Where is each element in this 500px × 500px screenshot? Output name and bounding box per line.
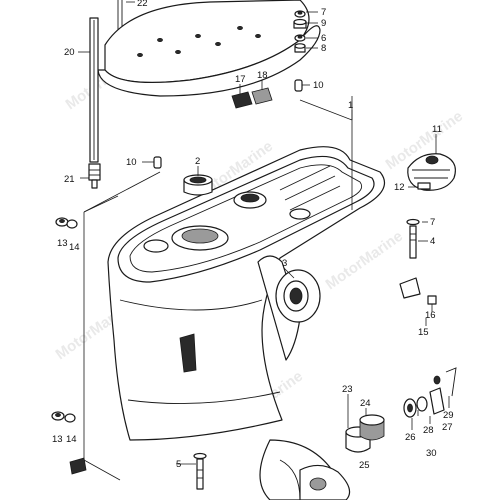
callout-14: 14 bbox=[69, 242, 80, 253]
prop-hardware bbox=[345, 367, 457, 453]
callout-1: 1 bbox=[348, 100, 353, 111]
callout-7: 7 bbox=[430, 217, 435, 228]
callout-12: 12 bbox=[394, 182, 405, 193]
part-10-dowels bbox=[153, 79, 303, 169]
part-3-seal bbox=[275, 269, 321, 323]
callout-13: 13 bbox=[57, 238, 68, 249]
part-11-cover bbox=[407, 153, 456, 191]
callout-11: 11 bbox=[432, 124, 442, 135]
callout-7: 7 bbox=[321, 7, 326, 18]
part-12-screw bbox=[417, 182, 431, 190]
callout-2: 2 bbox=[195, 156, 200, 167]
callout-29: 29 bbox=[443, 410, 454, 421]
callout-23: 23 bbox=[342, 384, 353, 395]
callout-5: 5 bbox=[176, 459, 181, 470]
callout-28: 28 bbox=[423, 425, 434, 436]
callout-24: 24 bbox=[360, 398, 371, 409]
small-hardware-top-right bbox=[293, 10, 307, 53]
callout-25: 25 bbox=[359, 460, 370, 471]
parts-13-14-upper bbox=[55, 217, 78, 229]
callout-14: 14 bbox=[66, 434, 77, 445]
gear-case-housing bbox=[107, 146, 385, 441]
watermark-text: MotorMarine bbox=[323, 228, 406, 294]
callout-3: 3 bbox=[282, 258, 287, 269]
top-cover-plate bbox=[97, 0, 321, 97]
callout-27: 27 bbox=[442, 422, 453, 433]
callout-18: 18 bbox=[257, 70, 268, 81]
parts-13-14-lower bbox=[51, 411, 76, 423]
callout-9: 9 bbox=[321, 18, 326, 29]
parts-15-16 bbox=[399, 277, 437, 305]
callout-16: 16 bbox=[425, 310, 436, 321]
callout-8: 8 bbox=[321, 43, 326, 54]
part-21-fitting bbox=[88, 163, 101, 189]
callout-22: 22 bbox=[137, 0, 148, 9]
parts-17-18-pads bbox=[231, 87, 273, 109]
callout-30: 30 bbox=[426, 448, 437, 459]
callout-4: 4 bbox=[430, 236, 435, 247]
callout-26: 26 bbox=[405, 432, 416, 443]
bottom-left-bracket bbox=[69, 457, 87, 475]
leader-lines bbox=[78, 1, 450, 465]
callout-6: 6 bbox=[321, 33, 326, 44]
part-5-bolt bbox=[193, 452, 207, 490]
callout-10: 10 bbox=[126, 157, 137, 168]
callout-13: 13 bbox=[52, 434, 63, 445]
callout-10: 10 bbox=[313, 80, 324, 91]
callout-17: 17 bbox=[235, 74, 246, 85]
callout-15: 15 bbox=[418, 327, 429, 338]
callout-20: 20 bbox=[64, 47, 75, 58]
callout-labels: 22 7 9 6 8 20 17 18 10 1 11 2 10 21 12 1… bbox=[52, 0, 454, 471]
callout-21: 21 bbox=[64, 174, 75, 185]
propeller bbox=[259, 439, 351, 500]
parts-7-4-bolt bbox=[406, 218, 420, 259]
part-20-rod bbox=[89, 17, 99, 163]
